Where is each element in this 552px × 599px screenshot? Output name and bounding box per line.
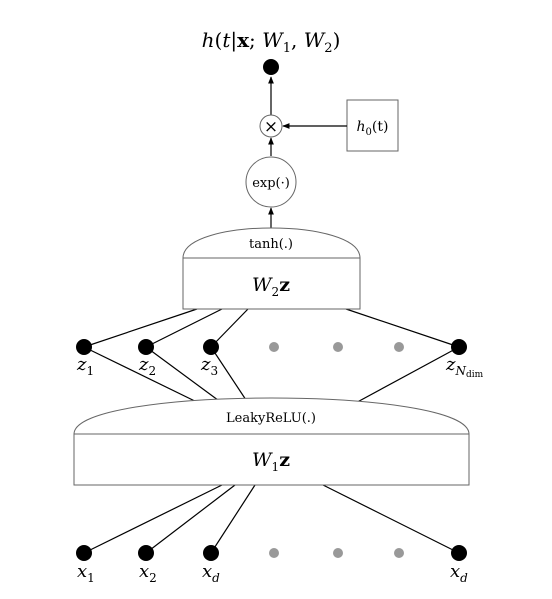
latent-node-zNdim [451,339,467,355]
latent-to-layer2-connections [83,308,460,348]
input-node-x2 [138,545,154,561]
baseline-hazard-label: h0(t) [357,119,389,138]
input-node-xd [203,545,219,561]
exp-node [245,156,297,208]
layer2-weight-box [182,257,361,310]
latent-label-z3: z3 [200,354,218,378]
layer1-activation-dome [73,397,470,435]
latent-to-layer1-connections [83,346,460,407]
latent-ellipsis-dot [394,342,404,352]
multiply-symbol: × [264,117,278,137]
input-node-xd-last [451,545,467,561]
baseline-hazard-box [346,99,399,152]
latent-node-z1 [76,339,92,355]
layer1-weight-box [73,433,470,486]
input-ellipsis-dot [269,548,279,558]
layer2-block: tanh(.) W2z [182,227,361,310]
input-node-x1 [76,545,92,561]
input-label-xd-last: xd [450,561,468,585]
input-ellipsis-dot [394,548,404,558]
layer1-block: LeakyReLU(.) W1z [73,397,470,486]
layer2-weight-label: W2z [252,274,290,299]
latent-label-z2: z2 [138,354,156,378]
latent-layer: z1 z2 z3 zNdim [76,339,484,380]
input-label-x2: x2 [139,561,157,585]
output-node [263,59,279,75]
layer1-weight-label: W1z [252,449,290,474]
multiply-node [259,114,283,138]
latent-node-z2 [138,339,154,355]
layer1-activation-label: LeakyReLU(.) [226,411,316,426]
layer2-activation-dome [182,227,361,259]
exp-label: exp(·) [252,176,290,191]
latent-ellipsis-dot [269,342,279,352]
latent-node-z3 [203,339,219,355]
latent-label-zNdim: zNdim [445,354,484,380]
layer2-activation-label: tanh(.) [249,237,293,252]
input-label-x1: x1 [77,561,95,585]
latent-label-z1: z1 [76,354,94,378]
latent-ellipsis-dot [333,342,343,352]
input-layer: x1 x2 xd xd [76,545,468,585]
output-formula: h(t|x; W1, W2) [202,28,341,56]
input-label-xd: xd [202,561,220,585]
input-to-layer1-connections [83,484,460,554]
input-ellipsis-dot [333,548,343,558]
